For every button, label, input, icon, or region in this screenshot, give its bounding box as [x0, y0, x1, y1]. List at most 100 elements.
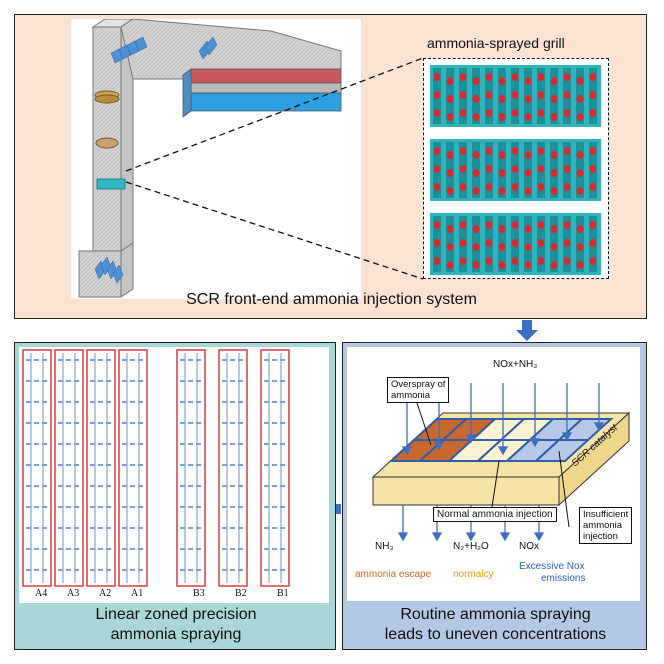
grill-nozzle: [433, 73, 441, 81]
zone-nozzle: [130, 443, 135, 445]
zone-nozzle: [122, 359, 127, 361]
grill-nozzle: [485, 109, 493, 117]
zone-nozzle: [98, 506, 103, 508]
grill-nozzle: [524, 113, 532, 121]
zone-nozzle: [98, 464, 103, 466]
zone-nozzle: [90, 506, 95, 508]
zone-nozzle: [180, 485, 185, 487]
grill-nozzle: [446, 113, 454, 121]
zone-nozzle: [222, 527, 227, 529]
grill-nozzle: [524, 225, 532, 233]
zone-nozzle: [196, 506, 201, 508]
zone-nozzle: [34, 506, 39, 508]
zone-label-a4: A4: [35, 588, 48, 599]
right-panel: SCR catalyst: [342, 342, 647, 650]
zone-nozzle: [180, 401, 185, 403]
zone-label-b3: B3: [193, 588, 205, 599]
zone-nozzle: [106, 401, 111, 403]
zone-nozzle: [138, 569, 143, 571]
grill-nozzle: [524, 77, 532, 85]
zone-nozzle: [238, 422, 243, 424]
zone-nozzle: [42, 485, 47, 487]
grill-nozzle: [589, 109, 597, 117]
zone-label-b1: B1: [277, 588, 289, 599]
zone-nozzle: [26, 380, 31, 382]
zone-nozzle: [34, 359, 39, 361]
zone-nozzle: [238, 506, 243, 508]
grill-nozzle: [433, 239, 441, 247]
catalyst-diagram: SCR catalyst: [371, 383, 631, 542]
zone-nozzle: [180, 464, 185, 466]
zone-nozzle: [130, 485, 135, 487]
zone-nozzle: [230, 380, 235, 382]
grill-nozzle: [485, 257, 493, 265]
zone-nozzle: [280, 464, 285, 466]
zone-nozzle: [238, 359, 243, 361]
zone-nozzle: [34, 422, 39, 424]
zone-nozzle: [180, 443, 185, 445]
zone-nozzle: [42, 464, 47, 466]
grill-nozzle: [446, 261, 454, 269]
grill-nozzle: [472, 243, 480, 251]
zone-nozzle: [98, 380, 103, 382]
zone-nozzle: [66, 443, 71, 445]
zone-nozzle: [264, 485, 269, 487]
grill-nozzle: [537, 109, 545, 117]
zone-nozzle: [280, 359, 285, 361]
excess-nox-label: Excessive Nox emissions: [519, 561, 585, 585]
out-nh3-label: NH₃: [375, 541, 394, 552]
grill-nozzle: [537, 183, 545, 191]
zone-nozzle: [34, 401, 39, 403]
zone-nozzle: [74, 359, 79, 361]
zone-nozzle: [42, 401, 47, 403]
zone-nozzle: [280, 506, 285, 508]
right-panel-caption: Routine ammonia spraying leads to uneven…: [343, 605, 648, 645]
grill-nozzle: [498, 261, 506, 269]
zone-nozzle: [122, 569, 127, 571]
grill-nozzle: [459, 165, 467, 173]
zone-nozzle: [58, 359, 63, 361]
zone-nozzle: [188, 422, 193, 424]
inlet-label: NOx+NH₃: [493, 359, 538, 370]
grill-nozzle: [524, 169, 532, 177]
zone-nozzle: [222, 401, 227, 403]
zone-nozzle: [272, 380, 277, 382]
zone-nozzle: [90, 527, 95, 529]
zone-nozzle: [238, 569, 243, 571]
grill-nozzle: [524, 187, 532, 195]
grill-nozzle: [537, 147, 545, 155]
zone-nozzle: [222, 359, 227, 361]
grill-nozzle: [550, 187, 558, 195]
zone-nozzle: [230, 527, 235, 529]
grill-nozzle: [589, 73, 597, 81]
zone-nozzle: [90, 569, 95, 571]
grill-nozzle: [485, 73, 493, 81]
zone-nozzle: [106, 485, 111, 487]
zone-nozzle: [238, 527, 243, 529]
zone-nozzle: [58, 464, 63, 466]
zone-nozzle: [188, 485, 193, 487]
zone-nozzle: [188, 548, 193, 550]
zone-nozzle: [196, 485, 201, 487]
zone-nozzle: [188, 464, 193, 466]
grill-nozzle: [589, 183, 597, 191]
grill-nozzle: [524, 261, 532, 269]
grill-nozzle: [524, 151, 532, 159]
zone-nozzle: [238, 485, 243, 487]
zone-nozzle: [180, 569, 185, 571]
zone-nozzle: [180, 422, 185, 424]
zone-nozzle: [230, 401, 235, 403]
zone-nozzle: [188, 569, 193, 571]
zone-nozzle: [230, 485, 235, 487]
zone-nozzle: [196, 401, 201, 403]
zone-nozzle: [90, 380, 95, 382]
zone-nozzle: [280, 443, 285, 445]
zone-nozzle: [272, 527, 277, 529]
grill-nozzle: [459, 183, 467, 191]
zone-nozzle: [238, 443, 243, 445]
grill-nozzle: [576, 169, 584, 177]
grill-nozzle: [511, 165, 519, 173]
grill-nozzle: [498, 95, 506, 103]
zone-nozzle: [188, 359, 193, 361]
normal-injection-label: Normal ammonia injection: [433, 507, 557, 522]
